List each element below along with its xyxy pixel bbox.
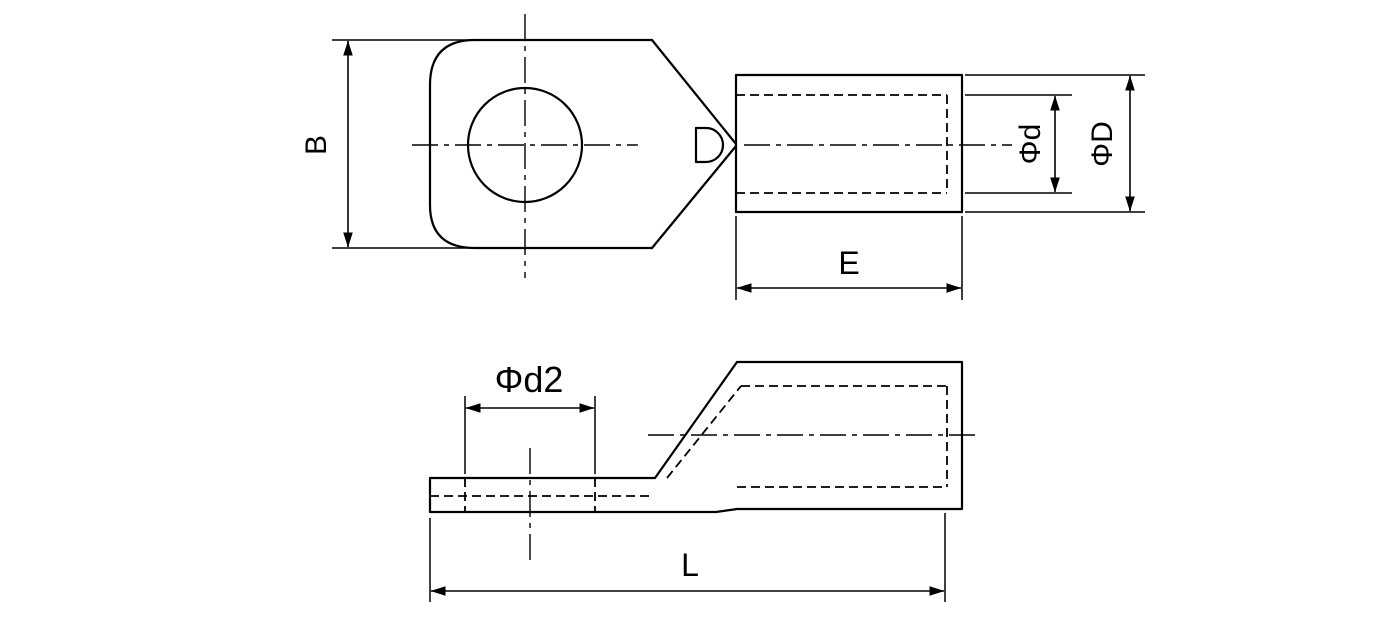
side-profile-outline — [428, 360, 964, 514]
dimension-b: B — [300, 39, 472, 249]
seam-inspection-mark — [694, 126, 725, 164]
dimension-e: E — [735, 216, 963, 300]
cone-upper-edge — [650, 38, 738, 146]
b-label: B — [300, 135, 333, 155]
dimension-phi-d2: Φd2 — [464, 359, 596, 474]
bore-transition-hidden — [666, 385, 742, 479]
phi-D-label: ΦD — [1086, 121, 1119, 167]
side-view: Φd2 L — [428, 359, 978, 602]
dimension-l: L — [429, 513, 946, 602]
ring-hole — [466, 86, 584, 204]
dimension-phi-D: ΦD — [965, 74, 1145, 213]
dimension-phi-d: Φd — [965, 94, 1072, 194]
e-label: E — [838, 245, 859, 281]
l-label: L — [681, 547, 699, 583]
top-view: B Φd ΦD E — [300, 14, 1145, 300]
ring-palm-outline — [428, 38, 654, 250]
phi-d-label: Φd — [1014, 124, 1047, 165]
phi-d2-label: Φd2 — [495, 359, 564, 400]
cone-lower-edge — [650, 144, 738, 250]
